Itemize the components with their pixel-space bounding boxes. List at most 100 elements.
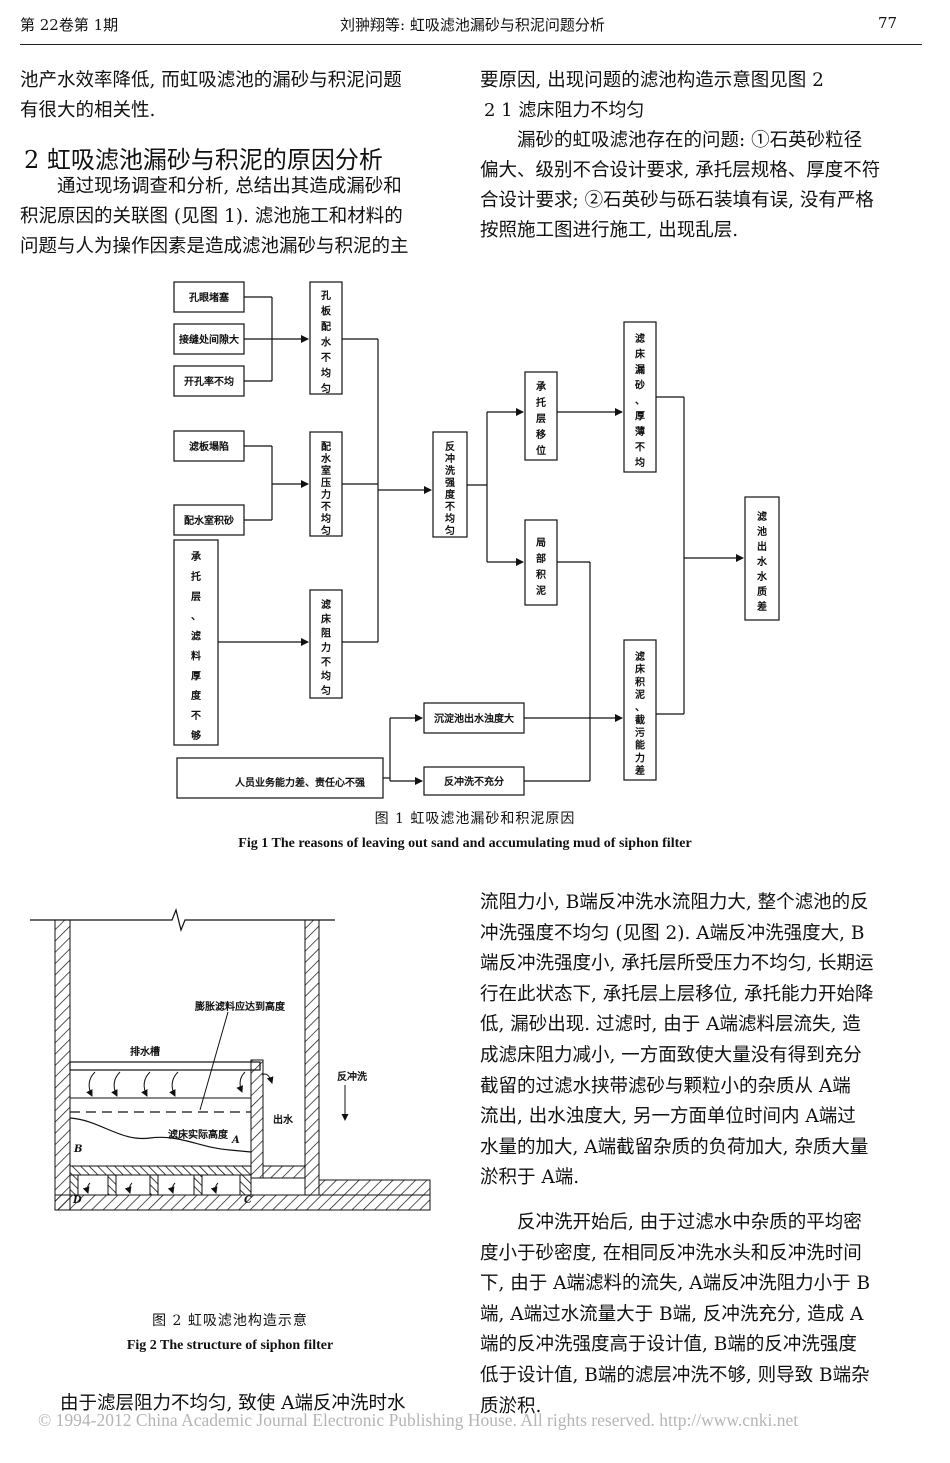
text-line: 下, 由于 A端滤料的流失, A端反冲洗阻力小于 B	[480, 1273, 871, 1295]
vertical-label-char: 不	[191, 710, 201, 722]
vertical-label-char: 水	[756, 570, 768, 583]
text-line: 度小于砂密度, 在相同反冲洗水头和反冲洗时间	[480, 1242, 862, 1264]
text-line: 水量的加大, A端截留杂质的负荷加大, 杂质大量	[480, 1136, 869, 1158]
vertical-label-char: 污	[635, 726, 645, 739]
label-backwash: 反冲洗	[337, 1070, 367, 1083]
text-line: 端反冲洗强度小, 承托层所受压力不均匀, 长期运	[480, 953, 874, 975]
vertical-label-char: 滤	[635, 650, 645, 663]
vertical-label-char: 不	[321, 352, 331, 364]
left-column-bottom: 由于滤层阻力不均匀, 致使 A端反冲洗时水	[60, 1393, 406, 1414]
figure1-caption-cn: 图 1 虹吸滤池漏砂和积泥原因	[374, 811, 576, 827]
text-line: 成滤床阻力减小, 一方面致使大量没有得到充分	[480, 1044, 862, 1066]
vertical-label-char: 位	[536, 444, 546, 457]
vertical-label-char: 均	[445, 512, 455, 525]
journal-issue: 第 22卷第 1期	[20, 16, 119, 34]
vertical-label-char: 、	[635, 703, 645, 714]
vertical-label-char: 不	[445, 501, 455, 513]
vertical-label-char: 、	[191, 612, 201, 623]
vertical-label-char: 质	[757, 585, 767, 598]
vertical-label-char: 差	[757, 600, 767, 613]
text-line: 冲洗强度不均匀 (见图 2). A端反冲洗强度大, B	[480, 922, 865, 944]
vertical-label-char: 托	[191, 570, 201, 583]
vertical-label-char: 匀	[321, 382, 331, 395]
vertical-label-char: 滤	[757, 510, 767, 523]
vertical-label-char: 力	[635, 751, 645, 764]
box-joint-gap: 接缝处间隙大	[179, 333, 239, 346]
text-line: 流出, 出水浊度大, 另一方面单位时间内 A端过	[480, 1106, 856, 1128]
subsection-heading: 2 1 滤床阻力不均匀	[484, 100, 645, 121]
vertical-label-char: 水	[320, 452, 332, 465]
vertical-label-char: 强	[445, 477, 455, 489]
section-paragraph: 通过现场调查和分析, 总结出其造成漏砂和 积泥原因的关联图 (见图 1). 滤池…	[20, 172, 450, 262]
vertical-label-char: 差	[635, 764, 645, 777]
text-line: 问题与人为操作因素是造成滤池漏砂与积泥的主	[20, 236, 409, 257]
text-line: 有很大的相关性.	[20, 100, 156, 121]
text-line: 质淤积.	[480, 1395, 542, 1417]
vertical-label-char: 层	[536, 413, 546, 425]
vertical-label-char: 积	[635, 675, 645, 688]
text-line: 合设计要求; ②石英砂与砾石装填有误, 没有严格	[480, 190, 874, 211]
label-A: A	[231, 1135, 240, 1146]
vertical-label-char: 不	[321, 501, 331, 513]
box-backwash-insuff: 反冲洗不充分	[444, 775, 504, 788]
vertical-label-char: 匀	[321, 684, 331, 697]
label-D: D	[72, 1195, 82, 1206]
label-drain-trough: 排水槽	[130, 1045, 160, 1058]
vertical-label-char: 均	[321, 670, 331, 683]
vertical-label-char: 不	[321, 656, 331, 668]
section-heading: 2 虹吸滤池漏砂与积泥的原因分析	[24, 146, 383, 174]
label-B: B	[73, 1144, 82, 1155]
figure1-diagram: 孔眼堵塞 接缝处间隙大 开孔率不均 滤板塌陷 配水室积砂 人员业务能力差、责任心…	[173, 281, 780, 799]
text-line: 池产水效率降低, 而虹吸滤池的漏砂与积泥问题	[20, 70, 402, 91]
vertical-label-char: 局	[535, 537, 546, 549]
vertical-label-char: 床	[321, 612, 332, 625]
vertical-label-char: 水	[320, 336, 332, 349]
text-line: 按照施工图进行施工, 出现乱层.	[480, 220, 739, 241]
text-line: 行在此状态下, 承托层上层移位, 承托能力开始降	[480, 983, 874, 1005]
vertical-label-char: 承	[536, 381, 546, 393]
vertical-label-char: 泥	[536, 584, 546, 597]
vertical-label-char: 阻	[321, 628, 331, 640]
vertical-label-char: 冲	[445, 452, 455, 465]
vertical-label-char: 部	[536, 552, 546, 565]
text-line: 漏砂的虹吸滤池存在的问题: ①石英砂粒径	[517, 130, 863, 151]
label-actual-height: 滤床实际高度	[168, 1128, 229, 1141]
vertical-label-char: 力	[321, 488, 331, 501]
left-column-top: 池产水效率降低, 而虹吸滤池的漏砂与积泥问题 有很大的相关性.	[20, 66, 450, 126]
text-line: 要原因, 出现问题的滤池构造示意图见图 2	[480, 70, 824, 91]
vertical-label-char: 洗	[445, 464, 455, 477]
vertical-label-char: 水	[756, 555, 768, 568]
vertical-label-char: 室	[321, 464, 331, 477]
text-line: 低于设计值, B端的滤层冲洗不够, 则导致 B端杂	[480, 1364, 870, 1386]
vertical-label-char: 厚	[635, 411, 645, 423]
vertical-label-char: 层	[191, 591, 201, 603]
vertical-label-char: 出	[757, 540, 767, 553]
vertical-label-char: 托	[536, 396, 546, 409]
vertical-label-char: 配	[321, 441, 331, 453]
right-column-bottom: 流阻力小, B端反冲洗水流阻力大, 整个滤池的反 冲洗强度不均匀 (见图 2).…	[480, 888, 920, 1422]
vertical-label-char: 移	[536, 428, 546, 441]
page-number: 77	[878, 14, 898, 32]
figure2-caption-en: Fig 2 The structure of siphon filter	[126, 1338, 334, 1353]
box-hole-block: 孔眼堵塞	[189, 291, 230, 304]
vertical-label-char: 漏	[635, 363, 645, 376]
running-title: 刘翀翔等: 虹吸滤池漏砂与积泥问题分析	[340, 16, 605, 34]
vertical-label-char: 配	[321, 321, 331, 333]
vertical-label-char: 匀	[445, 524, 455, 537]
text-line: 淤积于 A端.	[480, 1167, 580, 1189]
vertical-label-char: 够	[190, 729, 201, 742]
vertical-label-char: 板	[321, 305, 332, 318]
vertical-label-char: 泥	[635, 688, 645, 701]
text-line: 流阻力小, B端反冲洗水流阻力大, 整个滤池的反	[480, 892, 869, 913]
vertical-label-char: 积	[536, 568, 546, 581]
vertical-label-char: 能	[635, 739, 645, 752]
vertical-label-char: 滤	[321, 598, 331, 611]
vertical-label-char: 度	[191, 689, 202, 702]
